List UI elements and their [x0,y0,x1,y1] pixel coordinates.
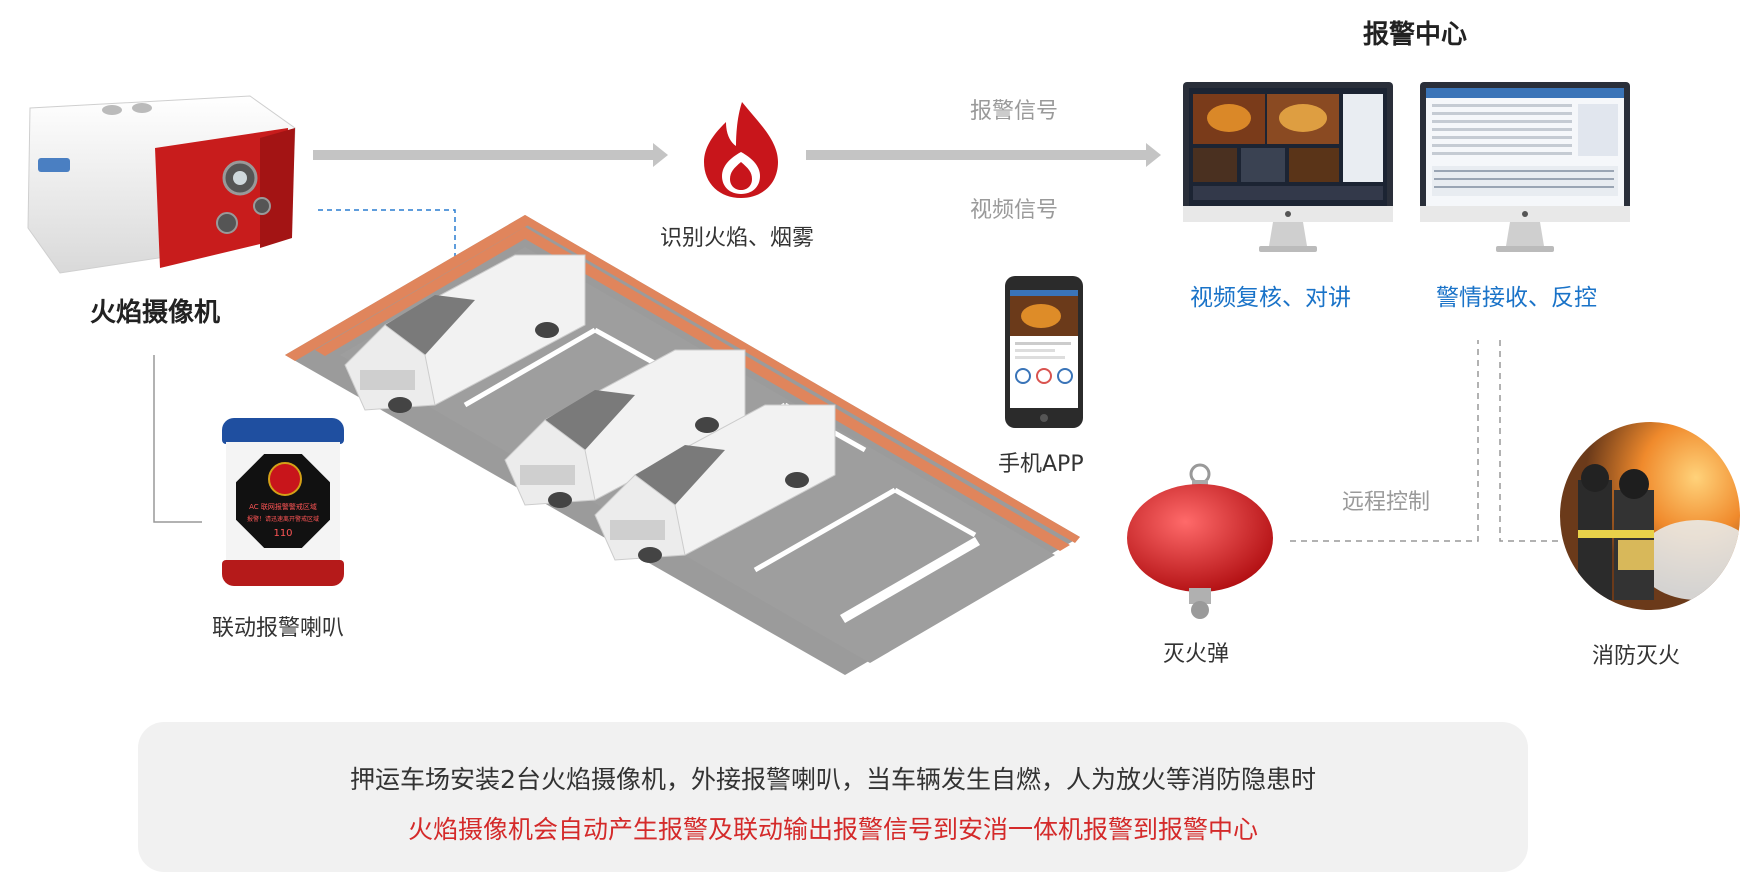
camera-label: 火焰摄像机 [90,298,221,328]
flame-camera-image [27,95,296,274]
remote-control-label: 远程控制 [1342,490,1431,515]
firefighting-label: 消防灭火 [1592,644,1681,669]
alert-receive-label: 警情接收、反控 [1436,285,1597,311]
extinguisher-label: 灭火弹 [1163,642,1230,667]
extinguisher-image [1127,463,1273,619]
phone-app-label: 手机APP [998,452,1084,477]
monitor-video-image [1183,82,1393,252]
badge-line1: AC 联网报警警戒区域 [249,503,317,511]
speaker-label: 联动报警喇叭 [212,616,345,641]
monitor-alert-image [1420,82,1630,252]
phone-image [1005,276,1083,428]
firefighting-image [1560,422,1740,610]
alarm-speaker: AC 联网报警警戒区域 报警！请迅速离开警戒区域 110 [222,418,344,586]
speaker-top-cap [222,418,344,444]
parking-lot-image [285,215,1080,675]
center-title: 报警中心 [1363,20,1468,50]
alarm-signal-label: 报警信号 [970,99,1059,124]
flame-icon [704,102,778,198]
police-emblem-icon [268,462,302,496]
speaker-badge: AC 联网报警警戒区域 报警！请迅速离开警戒区域 110 [236,454,330,548]
badge-number: 110 [273,528,293,539]
flame-label: 识别火焰、烟雾 [660,226,815,251]
description-line1: 押运车场安装2台火焰摄像机，外接报警喇叭，当车辆发生自燃，人为放火等消防隐患时 [350,765,1316,794]
badge-line2: 报警！请迅速离开警戒区域 [246,516,319,523]
description-line2: 火焰摄像机会自动产生报警及联动输出报警信号到安消一体机报警到报警中心 [407,815,1258,844]
video-signal-label: 视频信号 [970,198,1059,223]
description-box: 押运车场安装2台火焰摄像机，外接报警喇叭，当车辆发生自燃，人为放火等消防隐患时 … [138,722,1528,872]
speaker-bottom-cap [222,560,344,586]
video-review-label: 视频复核、对讲 [1190,285,1351,311]
